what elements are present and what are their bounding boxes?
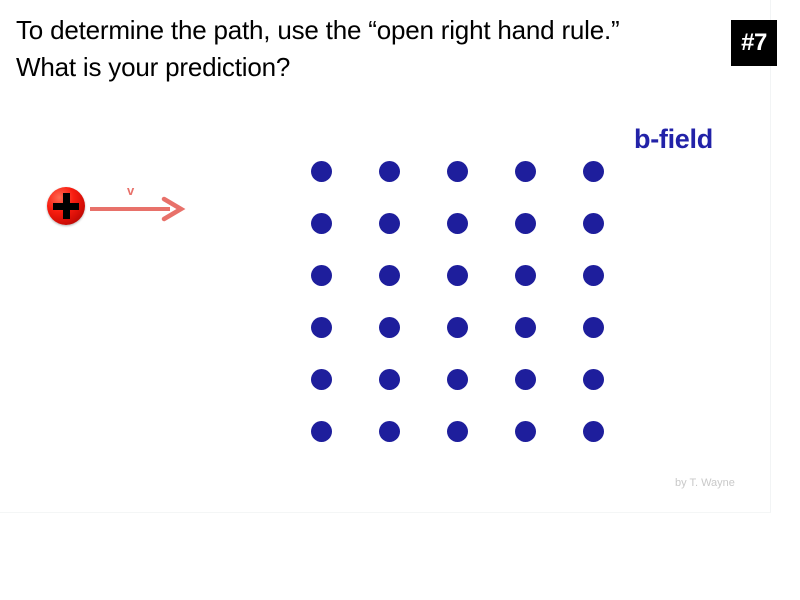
b-field-dot	[311, 421, 332, 442]
b-field-dot	[583, 161, 604, 182]
b-field-dot	[379, 317, 400, 338]
b-field-dot	[447, 369, 468, 390]
b-field-dot	[583, 317, 604, 338]
b-field-dot	[447, 317, 468, 338]
b-field-dot	[379, 161, 400, 182]
b-field-label: b-field	[634, 124, 713, 154]
plus-sign-vertical-bar	[62, 193, 70, 219]
b-field-dot	[379, 213, 400, 234]
b-field-dot	[311, 265, 332, 286]
slide-number-badge: #7	[731, 20, 777, 66]
b-field-dot	[447, 213, 468, 234]
b-field-dot	[515, 369, 536, 390]
b-field-dot	[515, 421, 536, 442]
page-title: To determine the path, use the “open rig…	[16, 12, 716, 86]
b-field-dot	[379, 421, 400, 442]
b-field-dot	[515, 161, 536, 182]
b-field-dot	[379, 265, 400, 286]
title-line-2: What is your prediction?	[16, 52, 291, 82]
velocity-arrow-icon	[90, 196, 186, 222]
b-field-dot	[515, 265, 536, 286]
slide-number-label: #7	[741, 29, 767, 56]
b-field-dot	[311, 213, 332, 234]
b-field-dot	[515, 213, 536, 234]
b-field-dot	[311, 161, 332, 182]
b-field-dot	[311, 317, 332, 338]
velocity-label: v	[127, 183, 135, 198]
b-field-dot	[583, 369, 604, 390]
attribution-text: by T. Wayne	[675, 477, 735, 489]
b-field-dot	[379, 369, 400, 390]
b-field-dot	[515, 317, 536, 338]
b-field-dot	[447, 265, 468, 286]
positive-charge-icon	[47, 187, 85, 225]
b-field-dot	[311, 369, 332, 390]
title-line-1: To determine the path, use the “open rig…	[16, 15, 620, 45]
b-field-dot	[583, 265, 604, 286]
b-field-dot	[583, 213, 604, 234]
b-field-dot	[583, 421, 604, 442]
b-field-dot	[447, 421, 468, 442]
b-field-dot	[447, 161, 468, 182]
